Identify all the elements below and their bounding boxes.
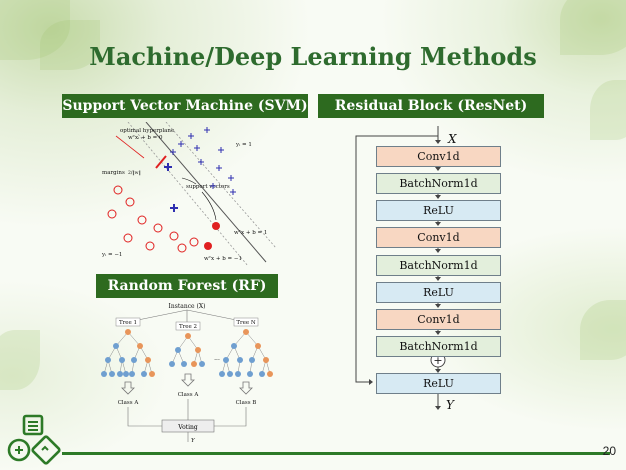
rf-voting-label: Voting bbox=[177, 424, 198, 431]
page-number: 20 bbox=[602, 444, 616, 458]
leaf-decoration bbox=[40, 20, 100, 70]
rf-ellipsis: ... bbox=[214, 355, 220, 362]
leaf-decoration bbox=[0, 330, 40, 390]
svm-negative-points bbox=[107, 185, 199, 253]
leaf-decoration bbox=[580, 300, 626, 360]
leaf-decoration bbox=[590, 80, 626, 140]
svm-positive-points bbox=[170, 127, 236, 195]
svm-positive-class-label: yᵢ = 1 bbox=[235, 142, 252, 148]
footer-divider bbox=[62, 452, 610, 455]
svm-diagram: optimal hyperplane wᵀxᵢ + b = 0 margins … bbox=[101, 122, 276, 266]
svm-optimal-hyperplane-label: optimal hyperplane bbox=[120, 128, 174, 134]
svm-negative-class-label: yᵢ = −1 bbox=[101, 252, 122, 258]
rf-tree-2-label: Tree 2 bbox=[179, 324, 197, 330]
rf-tree-n-label: Tree N bbox=[236, 320, 256, 326]
resnet-add-symbol: + bbox=[433, 354, 442, 367]
resnet-output-label: Y bbox=[446, 398, 454, 412]
svm-support-vectors-label: support vectors bbox=[186, 184, 230, 190]
resnet-layer-batchnorm-1: BatchNorm1d bbox=[376, 173, 501, 194]
svm-positive-margin-equation: wᵀx + b = 1 bbox=[234, 229, 267, 236]
resnet-block-diagram: + X Conv1d BatchNorm1d ReLU Conv1d Batch… bbox=[350, 126, 530, 416]
slide-title: Machine/Deep Learning Methods bbox=[89, 42, 537, 71]
rf-output-label: Y bbox=[191, 438, 196, 444]
rf-tree-1-label: Tree 1 bbox=[119, 320, 137, 326]
resnet-layer-batchnorm-3: BatchNorm1d bbox=[376, 336, 501, 357]
rf-header: Random Forest (RF) bbox=[96, 274, 278, 298]
rf-class-3-label: Class B bbox=[236, 400, 257, 406]
svm-margins-fraction: 2/‖w‖ bbox=[128, 170, 141, 176]
svm-header: Support Vector Machine (SVM) bbox=[62, 94, 308, 118]
resnet-layer-relu-final: ReLU bbox=[376, 373, 501, 394]
resnet-layer-relu-1: ReLU bbox=[376, 200, 501, 221]
svm-hyperplane-equation: wᵀxᵢ + b = 0 bbox=[128, 134, 163, 141]
resnet-input-label: X bbox=[448, 132, 457, 146]
svm-negative-margin-equation: wᵀx + b = −1 bbox=[204, 255, 242, 262]
leaf-decoration bbox=[560, 0, 626, 55]
rf-instance-label: Instance (X) bbox=[169, 303, 206, 310]
resnet-header: Residual Block (ResNet) bbox=[318, 94, 544, 118]
rf-class-1-label: Class A bbox=[118, 400, 140, 406]
resnet-layer-conv1d-2: Conv1d bbox=[376, 227, 501, 248]
university-logo bbox=[7, 414, 61, 465]
resnet-layer-batchnorm-2: BatchNorm1d bbox=[376, 255, 501, 276]
svm-margins-label: margins bbox=[102, 170, 125, 176]
resnet-layer-relu-2: ReLU bbox=[376, 282, 501, 303]
rf-class-2-label: Class A bbox=[178, 392, 200, 398]
resnet-layer-conv1d-1: Conv1d bbox=[376, 146, 501, 167]
resnet-layer-conv1d-3: Conv1d bbox=[376, 309, 501, 330]
rf-diagram: Instance (X) Tree 1 Tree 2 Tree N ... Cl… bbox=[101, 303, 273, 444]
